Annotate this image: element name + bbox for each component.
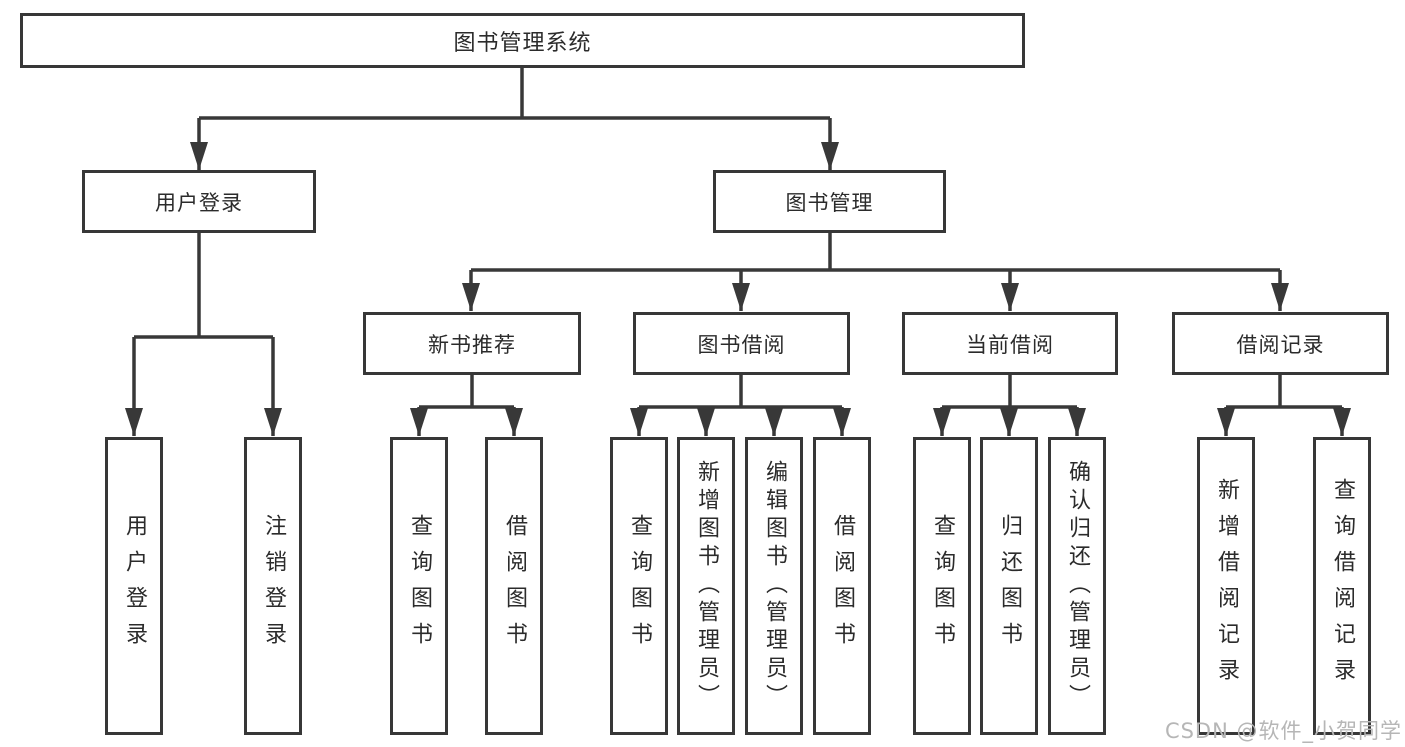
node-borrow-records: 借阅记录	[1172, 312, 1389, 375]
node-new-book-recommend: 新书推荐	[363, 312, 581, 375]
leaf-edit-books-admin-label: 编辑图书（管理员）	[762, 460, 787, 712]
leaf-add-borrow-record-label: 新增借阅记录	[1214, 478, 1239, 694]
leaf-logout-label: 注销登录	[261, 514, 286, 658]
leaf-add-books-admin: 新增图书（管理员）	[677, 437, 735, 735]
node-library-management-system: 图书管理系统	[20, 13, 1025, 68]
leaf-borrow-books-label: 借阅图书	[830, 514, 855, 658]
leaf-query-books-recommend-label: 查询图书	[407, 514, 432, 658]
leaf-borrow-books-recommend-label: 借阅图书	[502, 514, 527, 658]
leaf-query-borrow-record-label: 查询借阅记录	[1330, 478, 1355, 694]
node-book-management-branch: 图书管理	[713, 170, 946, 233]
leaf-query-books-borrow: 查询图书	[610, 437, 668, 735]
leaf-add-borrow-record: 新增借阅记录	[1197, 437, 1255, 735]
leaf-query-books-current-label: 查询图书	[930, 514, 955, 658]
leaf-confirm-return-admin-label: 确认归还（管理员）	[1065, 460, 1090, 712]
leaf-return-books-label: 归还图书	[997, 514, 1022, 658]
leaf-logout: 注销登录	[244, 437, 302, 735]
node-current-borrow: 当前借阅	[902, 312, 1118, 375]
leaf-query-borrow-record: 查询借阅记录	[1313, 437, 1371, 735]
arrow-drops	[125, 118, 1351, 436]
node-user-login-branch: 用户登录	[82, 170, 316, 233]
leaf-query-books-recommend: 查询图书	[390, 437, 448, 735]
leaf-return-books: 归还图书	[980, 437, 1038, 735]
leaf-user-login-label: 用户登录	[122, 514, 147, 658]
leaf-add-books-admin-label: 新增图书（管理员）	[694, 460, 719, 712]
leaf-confirm-return-admin: 确认归还（管理员）	[1048, 437, 1106, 735]
node-book-borrow: 图书借阅	[633, 312, 850, 375]
leaf-borrow-books-recommend: 借阅图书	[485, 437, 543, 735]
leaf-query-books-current: 查询图书	[913, 437, 971, 735]
leaf-borrow-books: 借阅图书	[813, 437, 871, 735]
leaf-query-books-borrow-label: 查询图书	[627, 514, 652, 658]
leaf-user-login: 用户登录	[105, 437, 163, 735]
leaf-edit-books-admin: 编辑图书（管理员）	[745, 437, 803, 735]
